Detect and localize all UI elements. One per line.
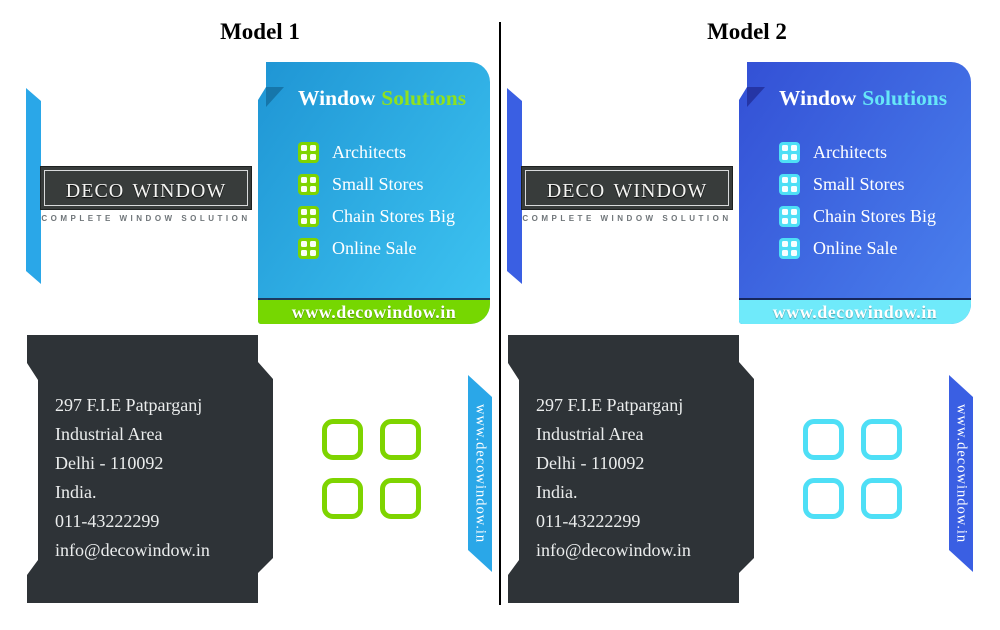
back-card: 297 F.I.E Patparganj Industrial Area Del… bbox=[508, 335, 754, 603]
card-title-accent: Solutions bbox=[381, 86, 467, 110]
logo-tagline: COMPLETE WINDOW SOLUTION bbox=[522, 214, 732, 223]
list-item: Architects bbox=[298, 141, 406, 163]
address-line: Delhi - 110092 bbox=[536, 453, 645, 473]
phone-line: 011-43222299 bbox=[55, 511, 160, 531]
address-line: Industrial Area bbox=[536, 424, 644, 444]
list-item-label: Architects bbox=[813, 141, 887, 162]
model-2-title: Model 2 bbox=[707, 19, 787, 44]
list-item-label: Chain Stores Big bbox=[813, 205, 937, 226]
list-item-label: Online Sale bbox=[813, 237, 898, 258]
logo-name: Deco Window bbox=[65, 171, 227, 204]
deco-window-logo: Deco Window COMPLETE WINDOW SOLUTION bbox=[521, 166, 733, 223]
email-line: info@decowindow.in bbox=[536, 540, 691, 560]
list-item: Chain Stores Big bbox=[298, 205, 455, 227]
window-grid-icon bbox=[298, 237, 319, 259]
model-divider-line bbox=[499, 22, 501, 605]
window-grid-icon bbox=[779, 205, 800, 227]
address-line: 297 F.I.E Patparganj bbox=[536, 395, 684, 415]
website-url: www.decowindow.in bbox=[772, 301, 938, 322]
side-accent-bar bbox=[507, 88, 522, 284]
window-grid-icon bbox=[298, 205, 319, 227]
card-title-accent: Solutions bbox=[862, 86, 948, 110]
list-item: Online Sale bbox=[298, 237, 416, 259]
list-item: Small Stores bbox=[298, 173, 424, 195]
list-item-label: Small Stores bbox=[332, 173, 424, 194]
address-block: 297 F.I.E Patparganj Industrial Area Del… bbox=[55, 391, 210, 565]
corner-notch-shadow bbox=[266, 87, 284, 107]
card-title-primary: Window bbox=[779, 86, 857, 110]
address-block: 297 F.I.E Patparganj Industrial Area Del… bbox=[536, 391, 691, 565]
model-1-title: Model 1 bbox=[220, 19, 300, 44]
website-url: www.decowindow.in bbox=[291, 301, 457, 322]
address-line: India. bbox=[55, 482, 97, 502]
list-item-label: Chain Stores Big bbox=[332, 205, 456, 226]
website-strip: www.decowindow.in bbox=[258, 298, 490, 324]
window-grid-icon bbox=[298, 141, 319, 163]
email-line: info@decowindow.in bbox=[55, 540, 210, 560]
list-item-label: Architects bbox=[332, 141, 406, 162]
model-1-panel: Model 1 Deco Window COMPLETE WINDOW SOLU… bbox=[26, 19, 492, 603]
address-line: Industrial Area bbox=[55, 424, 163, 444]
back-card: 297 F.I.E Patparganj Industrial Area Del… bbox=[27, 335, 273, 603]
model-2-panel: Model 2 Deco Window COMPLETE WINDOW SOLU… bbox=[481, 0, 981, 630]
window-grid-icon bbox=[779, 173, 800, 195]
phone-line: 011-43222299 bbox=[536, 511, 641, 531]
list-item: Small Stores bbox=[779, 173, 905, 195]
list-item-label: Small Stores bbox=[813, 173, 905, 194]
vertical-website-ribbon: www.decowindow.in bbox=[468, 375, 492, 572]
address-line: India. bbox=[536, 482, 578, 502]
side-accent-bar bbox=[26, 88, 41, 284]
list-item-label: Online Sale bbox=[332, 237, 417, 258]
list-item: Chain Stores Big bbox=[779, 205, 936, 227]
card-title-primary: Window bbox=[298, 86, 376, 110]
vertical-website-ribbon: www.decowindow.in bbox=[949, 375, 973, 572]
list-item: Architects bbox=[779, 141, 887, 163]
logo-name: Deco Window bbox=[546, 171, 708, 204]
corner-notch-shadow bbox=[747, 87, 765, 107]
logo-tagline: COMPLETE WINDOW SOLUTION bbox=[41, 214, 251, 223]
website-strip: www.decowindow.in bbox=[739, 298, 971, 324]
window-grid-icon bbox=[779, 237, 800, 259]
deco-window-logo: Deco Window COMPLETE WINDOW SOLUTION bbox=[40, 166, 252, 223]
window-grid-icon bbox=[298, 173, 319, 195]
address-line: 297 F.I.E Patparganj bbox=[55, 395, 203, 415]
list-item: Online Sale bbox=[779, 237, 897, 259]
address-line: Delhi - 110092 bbox=[55, 453, 164, 473]
logo-box: Deco Window bbox=[521, 166, 733, 210]
ribbon-website-url: www.decowindow.in bbox=[472, 403, 489, 544]
ribbon-website-url: www.decowindow.in bbox=[953, 403, 970, 544]
window-outline-icon bbox=[322, 419, 421, 519]
window-grid-icon bbox=[779, 141, 800, 163]
logo-box: Deco Window bbox=[40, 166, 252, 210]
window-outline-icon bbox=[803, 419, 902, 519]
